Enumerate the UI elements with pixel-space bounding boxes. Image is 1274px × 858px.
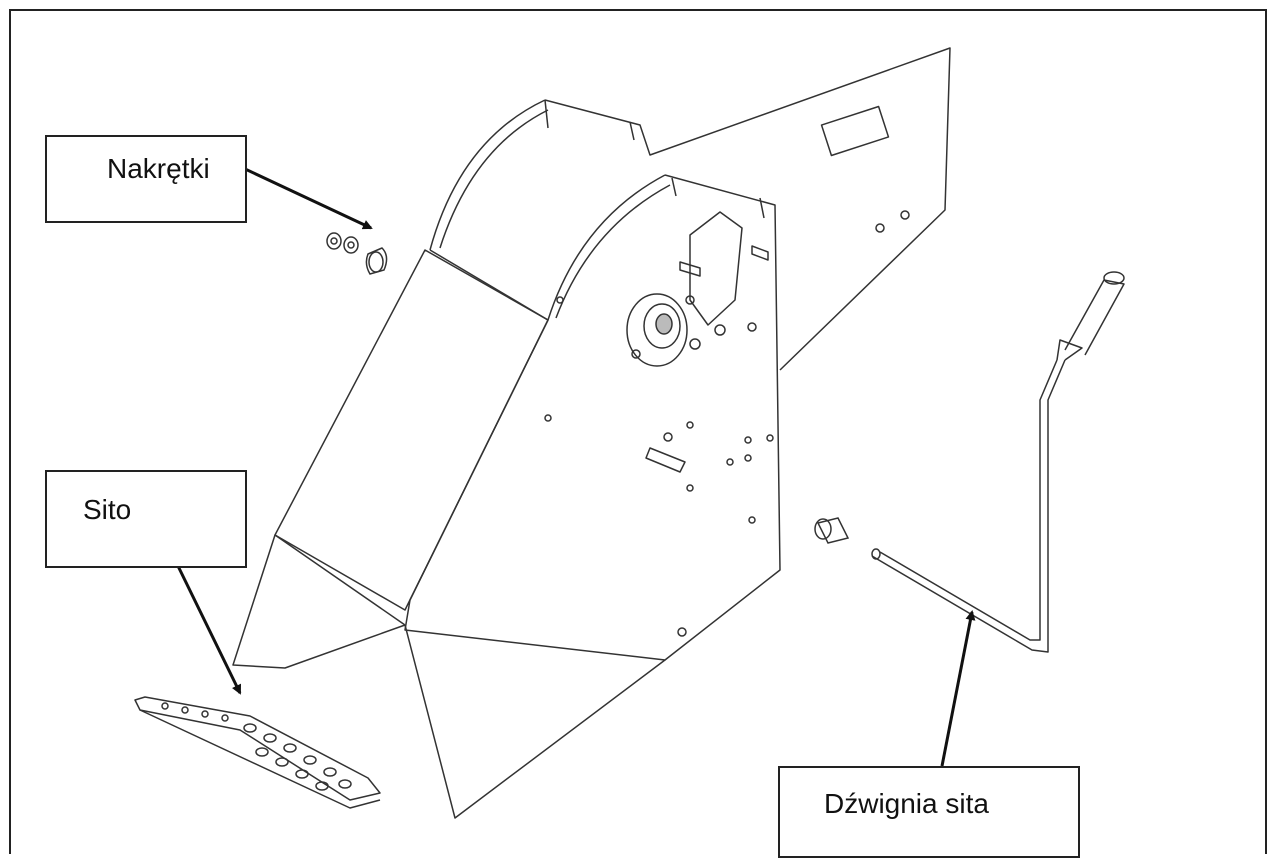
callout-nakretki: Nakrętki bbox=[45, 135, 247, 223]
arrow-nakretki bbox=[242, 166, 373, 230]
side-plate bbox=[404, 174, 781, 661]
bearing-inner bbox=[655, 313, 673, 335]
label-dzwignia-sita: Dźwignia sita bbox=[824, 788, 989, 819]
right-hopper bbox=[404, 624, 666, 819]
label-nakretki: Nakrętki bbox=[107, 153, 210, 184]
bracket-plate bbox=[689, 211, 743, 326]
nuts-parts bbox=[326, 232, 388, 275]
machine-body bbox=[232, 47, 951, 819]
bushing-part bbox=[814, 517, 850, 544]
bearing-mid bbox=[643, 303, 681, 349]
arrow-dzwignia bbox=[940, 610, 976, 767]
bearing-outer bbox=[626, 293, 688, 367]
left-hopper bbox=[232, 534, 406, 669]
arrow-sito bbox=[176, 565, 242, 695]
callout-dzwignia-sita: Dźwignia sita bbox=[778, 766, 1080, 858]
callout-sito: Sito bbox=[45, 470, 247, 568]
rear-arc bbox=[429, 99, 546, 251]
front-panel bbox=[274, 249, 549, 611]
sieve-lever-part bbox=[871, 271, 1125, 653]
back-plate-slot bbox=[820, 105, 890, 157]
sieve-part bbox=[134, 696, 381, 809]
figure-border bbox=[9, 9, 1267, 854]
back-plate bbox=[544, 47, 951, 371]
label-sito: Sito bbox=[83, 494, 132, 525]
front-arc bbox=[547, 174, 666, 321]
